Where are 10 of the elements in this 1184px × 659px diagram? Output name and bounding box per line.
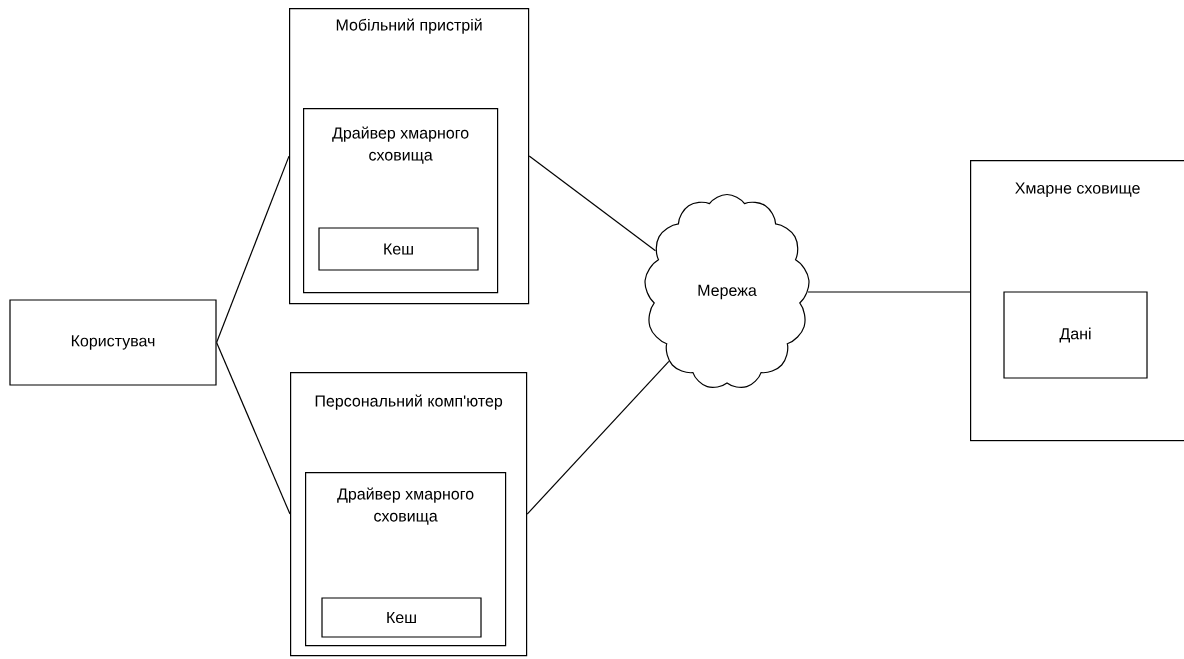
cache-box: Кеш: [321, 597, 482, 638]
connector-line: [807, 291, 971, 293]
connector-line: [216, 155, 290, 344]
connector-line: [216, 341, 291, 515]
connector-line: [528, 155, 657, 252]
network-cloud: Мережа: [644, 193, 810, 388]
process-box: Користувач: [9, 299, 217, 386]
cache-box: Кеш: [318, 227, 479, 271]
data-box: Дані: [1003, 291, 1148, 379]
connector-line: [526, 360, 670, 515]
